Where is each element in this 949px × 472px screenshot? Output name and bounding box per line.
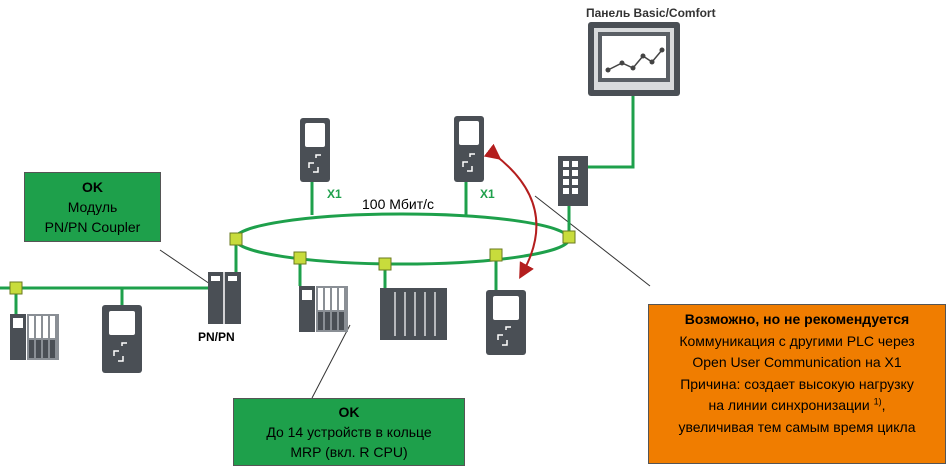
port-left-bus [9,281,23,295]
warning-line4-text: на линии синхронизации [708,397,870,413]
hmi-left-icon [102,305,142,373]
warning-line1: Коммуникация с другими PLC через [679,332,915,349]
coupler-label: PN/PN [198,330,235,344]
panel-label: Панель Basic/Comfort [586,6,716,20]
ok-mrp-box: OK До 14 устройств в кольце MRP (вкл. R … [233,398,465,466]
rack-module-icon [380,288,447,340]
x1-label-right: X1 [480,187,495,201]
warning-line2: Open User Communication на X1 [692,354,902,370]
cpu-device-2-icon [454,116,484,182]
warning-line3: Причина: создает высокую нагрузку [680,375,914,392]
hmi-panel-icon [588,22,680,96]
io-module-left-icon [10,314,59,360]
pnpn-coupler-icon [208,272,241,324]
ok-mrp-line1: До 14 устройств в кольце [266,424,432,440]
callout-line-mrp [311,324,351,399]
sync-load-arrow [483,143,538,280]
x1-label-left: X1 [327,187,342,201]
mrp-ring [233,212,571,266]
ok-coupler-title: OK [82,179,103,195]
ok-mrp-line2: MRP (вкл. R CPU) [290,444,408,460]
ok-coupler-line2: PN/PN Coupler [44,219,141,235]
cpu-device-right-icon [486,290,526,355]
warning-line4: на линии синхронизации 1), [649,395,945,417]
port-switch [562,230,576,244]
ok-coupler-line1: Модуль [67,199,118,215]
io-module-ring-icon [299,286,348,332]
port-io [293,251,307,265]
port-cpu-right [489,248,503,262]
panel-link [587,95,635,169]
warning-box: Возможно, но не рекомендуется Коммуникац… [648,304,946,464]
port-coupler [229,232,243,246]
ring-speed-label: 100 Мбит/с [362,196,435,212]
callout-line-warning [534,195,651,287]
warning-title: Возможно, но не рекомендуется [684,311,910,327]
warning-line5: увеличивая тем самым время цикла [678,418,916,435]
warning-footnote: 1) [873,396,882,407]
callout-line-coupler [159,249,214,287]
ok-mrp-title: OK [338,404,360,420]
ok-coupler-box: OK Модуль PN/PN Coupler [24,172,161,242]
warning-line4-end: , [881,397,886,413]
switch-icon [558,156,588,206]
cpu-device-1-icon [300,118,330,182]
port-rack [378,257,392,271]
